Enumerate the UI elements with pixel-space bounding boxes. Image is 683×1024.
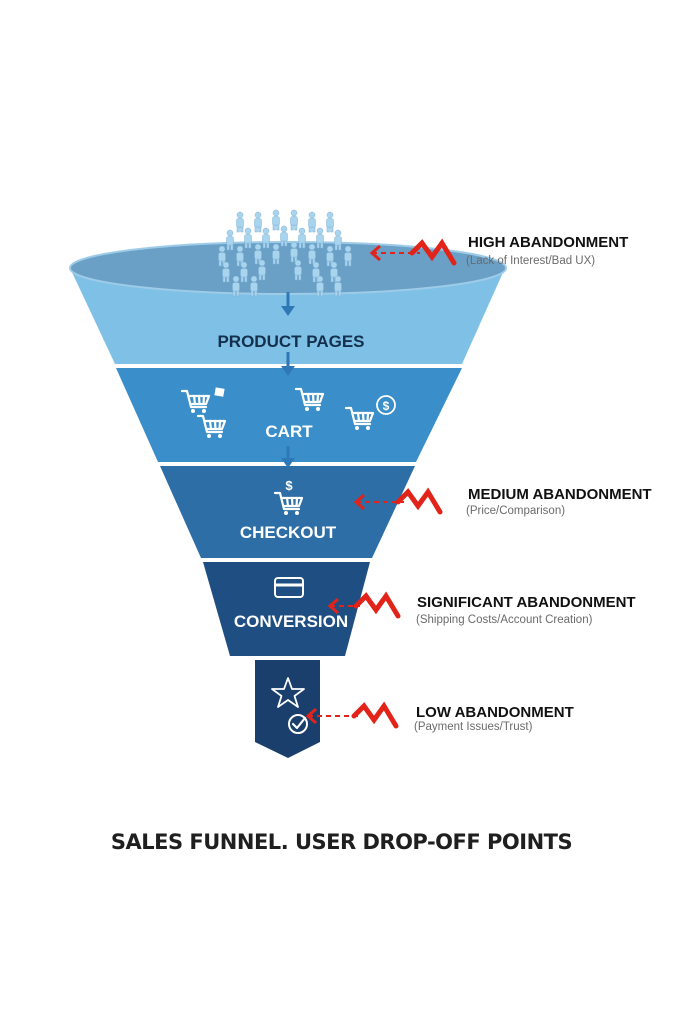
flow-arrow-icon: [281, 292, 295, 468]
annotation-subtitle-high: (Lack of Interest/Bad UX): [466, 255, 596, 267]
annotation-title-low: LOW ABANDONMENT: [416, 704, 574, 721]
check-icon: [288, 714, 308, 734]
stage-label-product-pages: PRODUCT PAGES: [217, 332, 364, 351]
stage-label-cart: CART: [265, 422, 313, 441]
annotation-title-significant: SIGNIFICANT ABANDONMENT: [417, 594, 636, 611]
svg-text:$: $: [383, 399, 390, 413]
funnel-top-opening: [70, 242, 506, 294]
annotation-title-high: HIGH ABANDONMENT: [468, 234, 629, 251]
dropoff-connector-significant: [327, 596, 398, 616]
dollar-icon: $: [285, 478, 293, 493]
annotation-subtitle-medium: (Price/Comparison): [466, 505, 566, 517]
annotation-subtitle-significant: (Shipping Costs/Account Creation): [416, 614, 593, 626]
cart-icon: [180, 387, 225, 415]
star-icon: [271, 677, 305, 708]
svg-text:$: $: [285, 478, 293, 493]
dropoff-connector-medium: [353, 492, 440, 512]
stage-label-conversion: CONVERSION: [234, 612, 348, 631]
card-icon: [274, 577, 304, 598]
stage-label-checkout: CHECKOUT: [240, 523, 337, 542]
diagram-caption: SALES FUNNEL. USER DROP-OFF POINTS: [110, 830, 573, 854]
stage-cart: [116, 368, 462, 462]
annotation-subtitle-low: (Payment Issues/Trust): [414, 721, 533, 733]
dropoff-connector-high: [369, 243, 454, 263]
annotation-title-medium: MEDIUM ABANDONMENT: [468, 486, 652, 503]
dollar-icon: $: [376, 395, 396, 415]
stage-product-pages: [70, 268, 505, 364]
funnel-stem: [255, 660, 320, 758]
dropoff-connector-low: [305, 706, 396, 726]
stage-conversion: [203, 562, 370, 656]
